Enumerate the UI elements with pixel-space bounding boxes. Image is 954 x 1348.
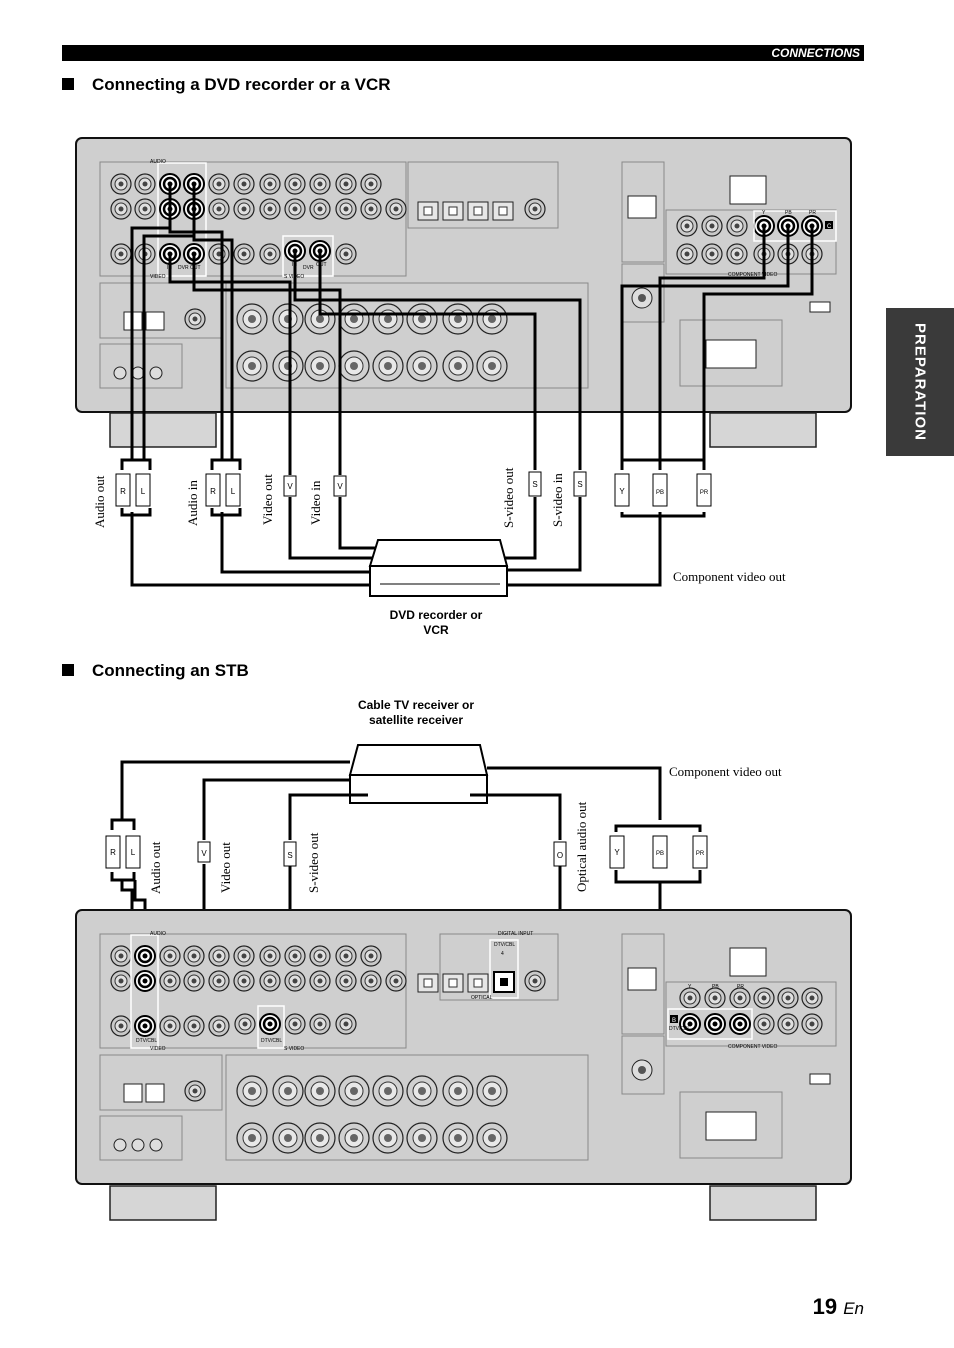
section-title-dvd: Connecting a DVD recorder or a VCR	[62, 75, 391, 95]
plug-s-b: S	[577, 480, 582, 489]
plugs-1	[115, 471, 712, 507]
label-audio-2: AUDIO	[150, 931, 166, 937]
label-video-1: VIDEO	[150, 274, 166, 280]
label-component-2: COMPONENT VIDEO	[728, 1044, 777, 1050]
label-pr-1: PR	[809, 210, 816, 216]
stb-box	[348, 744, 489, 804]
plug-l-b: L	[231, 487, 236, 496]
caption-video-out-2: Video out	[218, 842, 233, 893]
caption-audio-out-1: Audio out	[92, 475, 107, 528]
device-label-dvd: DVD recorder or VCR	[389, 608, 483, 637]
plug2-y: Y	[614, 848, 620, 857]
plug-r-b: R	[210, 487, 216, 496]
section-title-stb: Connecting an STB	[62, 661, 249, 681]
label-pr-2: PR	[737, 984, 744, 990]
plug2-r: R	[110, 848, 116, 857]
plug2-o: O	[557, 851, 563, 860]
badge-b: B	[672, 1018, 676, 1024]
badge-c: C	[827, 224, 832, 230]
receiver-rear-panel-2: AUDIO VIDEO DTV/CBL S VIDEO DTV/CBL DIGI…	[75, 909, 852, 1221]
label-digital-input: DIGITAL INPUT	[498, 931, 533, 937]
plugs-2	[105, 835, 708, 869]
section-title-dvd-text: Connecting a DVD recorder or a VCR	[92, 75, 391, 94]
plug2-pb: PB	[656, 851, 664, 857]
caption-component-out-2: Component video out	[669, 764, 782, 779]
label-dtvcbl-opt: DTV/CBL	[494, 942, 515, 948]
label-dtvcbl-comp: DTV/CBL	[669, 1026, 690, 1032]
label-dtvcbl-sv-2: DTV/CBL	[261, 1038, 282, 1044]
caption-video-out-1: Video out	[260, 474, 275, 525]
caption-video-in: Video in	[308, 480, 323, 525]
side-tab[interactable]: PREPARATION	[886, 308, 954, 456]
caption-svideo-in: S-video in	[550, 473, 565, 527]
cables-1	[120, 184, 814, 587]
label-optical: OPTICAL	[471, 995, 493, 1001]
label-pb-2: PB	[712, 984, 719, 990]
label-y-2: Y	[688, 984, 692, 990]
square-bullet-icon	[62, 78, 74, 90]
plug-v-b: V	[337, 482, 343, 491]
label-audio-1: AUDIO	[150, 159, 166, 165]
plug2-pr: PR	[696, 851, 705, 857]
caption-optical-out: Optical audio out	[574, 801, 589, 892]
caption-component-out-1: Component video out	[673, 569, 786, 584]
device-label-stb: Cable TV receiver or satellite receiver	[357, 698, 475, 727]
section-title-stb-text: Connecting an STB	[92, 661, 249, 680]
plug-v-a: V	[287, 482, 293, 491]
plug-r-a: R	[120, 487, 126, 496]
dvd-recorder-box	[368, 539, 509, 597]
label-y-1: Y	[762, 210, 766, 216]
label-component-1: COMPONENT VIDEO	[728, 272, 777, 278]
header-bar: CONNECTIONS	[62, 45, 864, 61]
plug-pb-1: PB	[656, 490, 664, 496]
caption-svideo-out-1: S-video out	[501, 467, 516, 528]
label-video-2: VIDEO	[150, 1046, 166, 1052]
caption-svideo-out-2: S-video out	[306, 832, 321, 893]
plug-pr-1: PR	[700, 490, 709, 496]
page-number-value: 19	[812, 1294, 838, 1319]
caption-audio-in: Audio in	[185, 480, 200, 526]
label-dvr-sv-1: DVR	[303, 265, 314, 271]
page-number: 19 En	[813, 1294, 864, 1320]
label-pb-1: PB	[785, 210, 792, 216]
plug-y-1: Y	[619, 487, 625, 496]
page-lang: En	[843, 1299, 864, 1318]
caption-audio-out-2: Audio out	[148, 841, 163, 894]
plug2-s: S	[287, 851, 292, 860]
plug-s-a: S	[532, 480, 537, 489]
label-num-4: 4	[501, 951, 504, 957]
plug2-v: V	[201, 849, 207, 858]
plug2-l: L	[131, 848, 136, 857]
plug-l-a: L	[141, 487, 146, 496]
receiver-rear-panel-1: AUDIO VIDEO S VIDEO DVR IN OUT DVR IN OU…	[75, 137, 852, 448]
section-label: CONNECTIONS	[771, 46, 860, 60]
square-bullet-icon	[62, 664, 74, 676]
label-svideo-2: S VIDEO	[284, 1046, 304, 1052]
label-dtvcbl-2: DTV/CBL	[136, 1038, 157, 1044]
label-dvr-1: DVR	[178, 265, 189, 271]
